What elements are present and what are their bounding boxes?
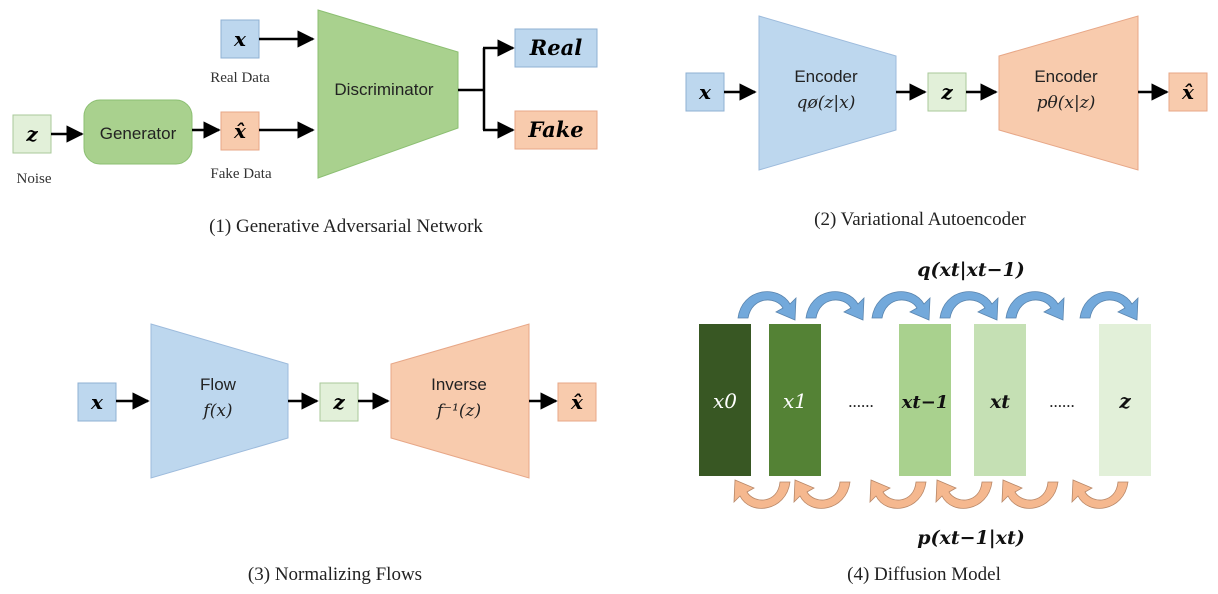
diffusion-step-z — [1099, 324, 1151, 476]
flow-inverse-formula: f⁻¹(z) — [435, 401, 481, 421]
vae-encoder-shape — [758, 15, 897, 171]
forward-curved-arrow-6 — [1079, 291, 1139, 321]
vae-caption: (2) Variational Autoencoder — [814, 209, 1026, 230]
vae-output-xhat-text: x̂ — [1181, 80, 1195, 104]
gan-generator-box — [83, 99, 193, 165]
flow-caption: (3) Normalizing Flows — [248, 564, 422, 585]
diffusion-step-x0 — [699, 324, 751, 476]
gan-discriminator-label: Discriminator — [334, 80, 434, 99]
diffusion-forward-label: q(xt|xt−1) — [917, 259, 1025, 281]
gan-fake-data-label: Fake Data — [210, 166, 272, 182]
forward-curved-arrow-3 — [871, 291, 931, 321]
vae-panel: x Encoder qø(z|x) z Encoder pθ(x|z) x̂ (… — [685, 15, 1208, 230]
flow-input-x-text: x — [90, 390, 104, 414]
reverse-curved-arrow-2 — [793, 479, 851, 509]
forward-curved-arrow-1 — [737, 291, 797, 321]
gan-real-data-label: Real Data — [210, 70, 270, 86]
gan-fake-output-box — [514, 110, 598, 150]
flow-output-xhat-box — [557, 382, 597, 422]
reverse-arrows — [733, 479, 1129, 509]
gan-panel: x Real Data z Noise Generator x̂ Fake Da… — [12, 9, 598, 237]
gan-fake-output-text: Fake — [527, 117, 583, 142]
reverse-curved-arrow-1 — [733, 479, 791, 509]
vae-decoder-title: Encoder — [1034, 67, 1098, 86]
forward-curved-arrow-2 — [805, 291, 865, 321]
flow-latent-z-text: z — [332, 390, 345, 414]
diffusion-panel: q(xt|xt−1) x0 x1 ...... xt−1 xt ...... z — [699, 259, 1151, 585]
vae-input-x-text: x — [698, 80, 712, 104]
diffusion-step-xt-1 — [899, 324, 951, 476]
gan-real-output-text: Real — [529, 35, 582, 60]
gan-noise-label: Noise — [17, 171, 52, 187]
forward-curved-arrow-4 — [939, 291, 999, 321]
flow-forward-formula: f(x) — [201, 401, 232, 421]
diffusion-step-x1 — [769, 324, 821, 476]
gan-generator-label: Generator — [100, 124, 177, 143]
flow-inverse-title: Inverse — [431, 375, 487, 394]
reverse-curved-arrow-6 — [1071, 479, 1129, 509]
flow-forward-shape — [150, 323, 289, 479]
gan-fake-xhat-text: x̂ — [233, 119, 247, 143]
flow-forward-title: Flow — [200, 375, 237, 394]
forward-curved-arrow-5 — [1005, 291, 1065, 321]
vae-decoder-formula: pθ(x|z) — [1037, 93, 1096, 113]
vae-encoder-title: Encoder — [794, 67, 858, 86]
vae-latent-z-box — [927, 72, 967, 112]
reverse-curved-arrow-5 — [1001, 479, 1059, 509]
diffusion-step-x1-label: x1 — [783, 389, 807, 413]
gan-real-x-box — [220, 19, 260, 59]
diffusion-reverse-label: p(xt−1|xt) — [917, 527, 1025, 549]
gan-discriminator-shape — [317, 9, 459, 179]
diffusion-step-z-label: z — [1118, 389, 1131, 413]
vae-latent-z-text: z — [940, 80, 953, 104]
diffusion-ellipsis-2: ...... — [1049, 392, 1075, 411]
gan-noise-z-box — [12, 114, 52, 154]
reverse-curved-arrow-4 — [935, 479, 993, 509]
diffusion-ellipsis-1: ...... — [848, 392, 874, 411]
diffusion-step-xt-label: xt — [989, 391, 1010, 413]
gan-noise-z-text: z — [25, 122, 38, 146]
diffusion-step-x0-label: x0 — [713, 389, 737, 413]
diffusion-step-xt — [974, 324, 1026, 476]
vae-output-xhat-box — [1168, 72, 1208, 112]
flow-output-xhat-text: x̂ — [570, 390, 584, 414]
diffusion-step-xt-1-label: xt−1 — [901, 392, 949, 413]
vae-encoder-formula: qø(z|x) — [797, 93, 856, 113]
gan-real-x-text: x — [233, 27, 247, 51]
diffusion-caption: (4) Diffusion Model — [847, 564, 1001, 585]
flow-panel: x Flow f(x) z Inverse f⁻¹(z) x̂ (3) Norm… — [77, 323, 597, 585]
flow-inverse-shape — [390, 323, 530, 479]
forward-arrows — [737, 291, 1139, 321]
gan-real-output-box — [514, 28, 598, 68]
vae-decoder-shape — [998, 15, 1139, 171]
gan-caption: (1) Generative Adversarial Network — [209, 216, 483, 237]
reverse-curved-arrow-3 — [869, 479, 927, 509]
